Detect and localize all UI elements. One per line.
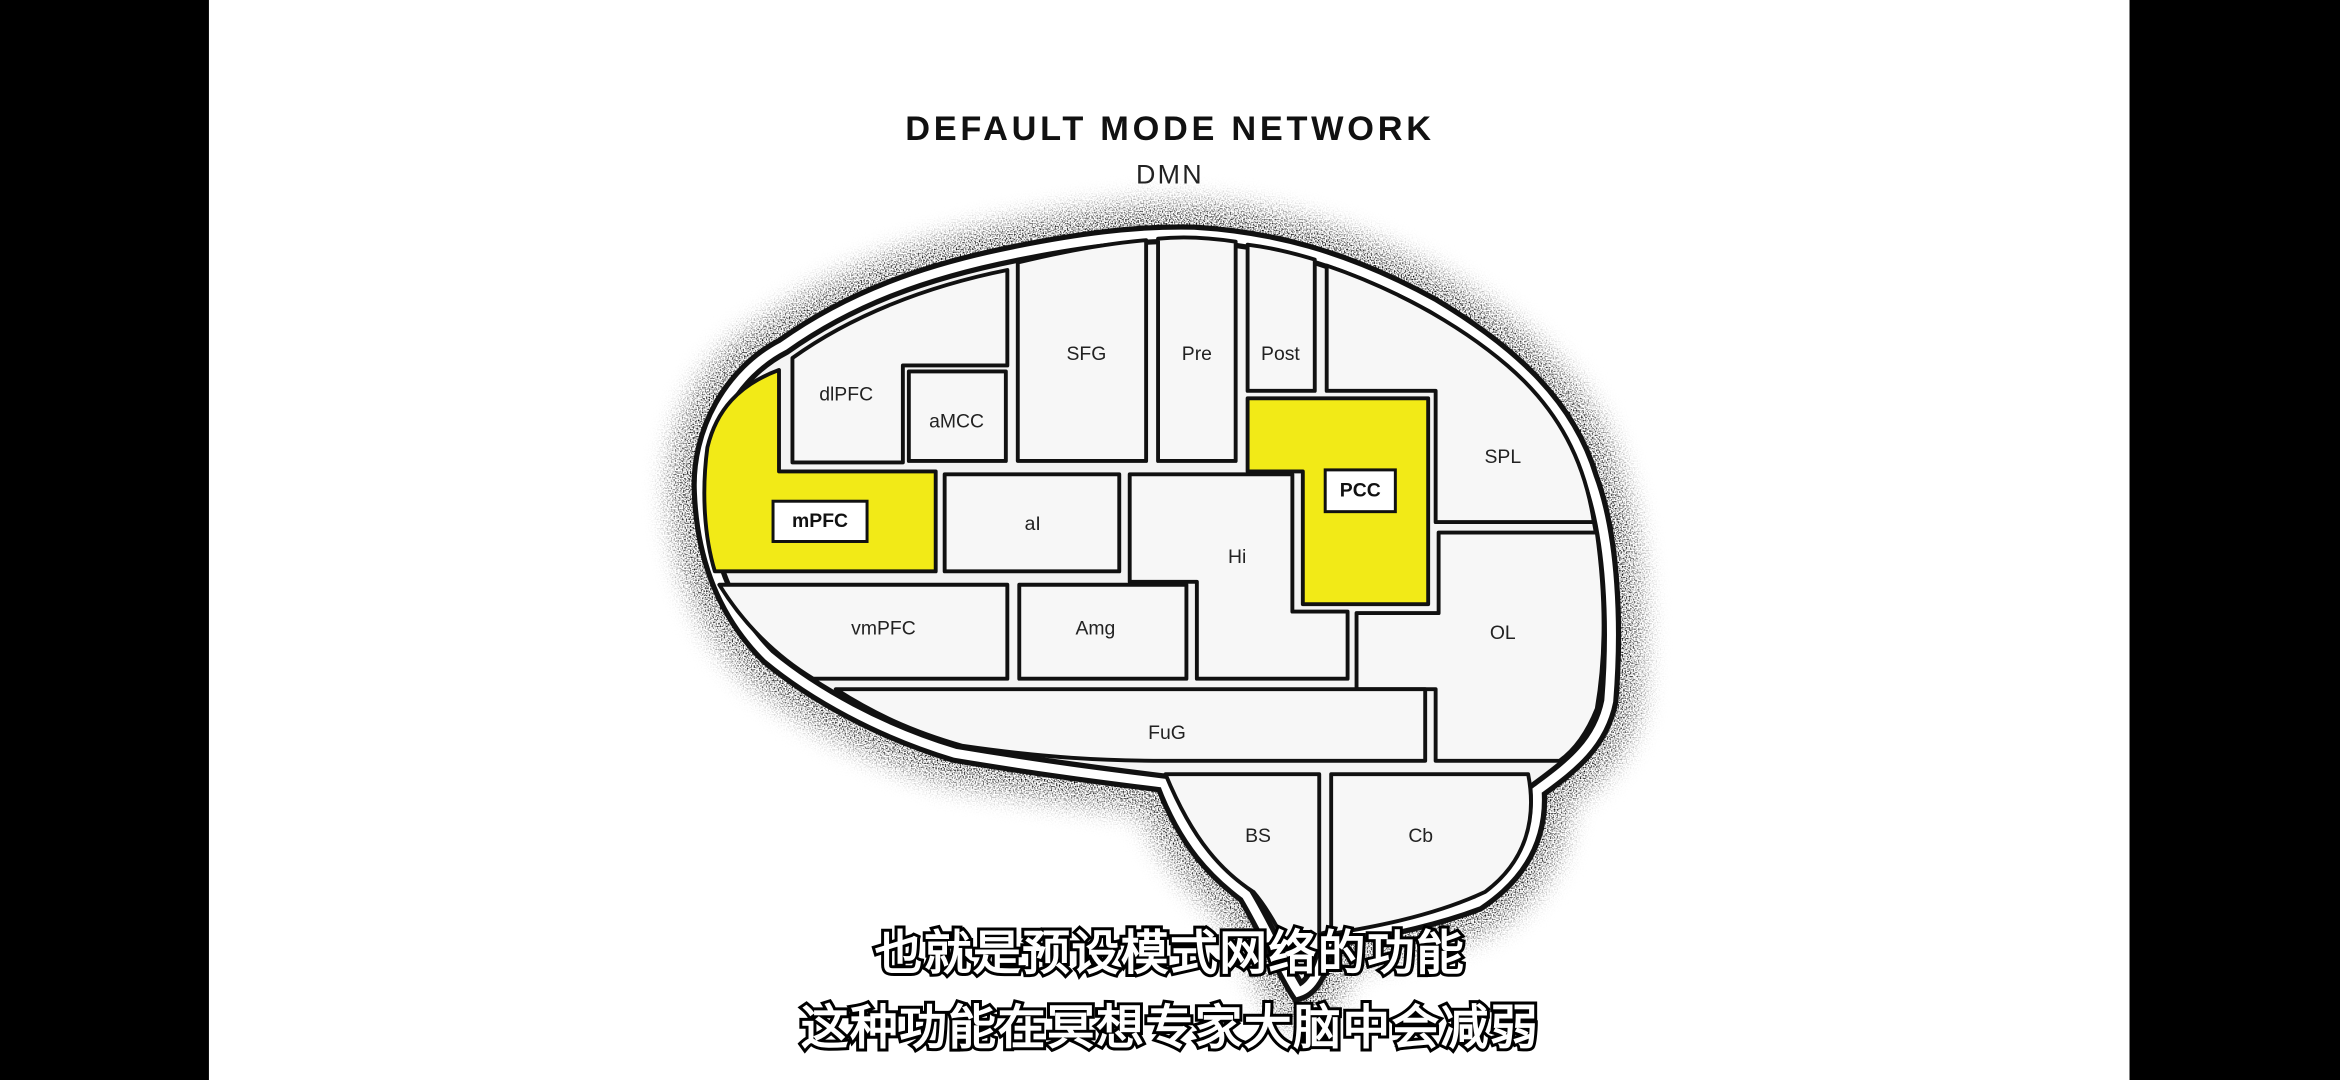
pcc-label-box: [1323, 468, 1397, 514]
region-label-spl: SPL: [1484, 446, 1521, 468]
region-fug: [833, 687, 1428, 763]
region-dlpfc: [790, 268, 1010, 465]
region-label-ol: OL: [1490, 622, 1516, 644]
region-amg: [1017, 582, 1189, 681]
region-label-vmpfc: vmPFC: [851, 618, 916, 640]
region-hi: [1127, 472, 1350, 681]
region-label-fug: FuG: [1148, 722, 1186, 744]
region-ai: [942, 472, 1122, 574]
region-label-dlpfc: dlPFC: [819, 383, 873, 405]
diagram-title: DEFAULT MODE NETWORK: [905, 110, 1434, 148]
region-bs: [1163, 772, 1322, 975]
region-ol: [1354, 530, 1606, 763]
region-sfg: [1015, 238, 1149, 463]
region-label-amg: Amg: [1075, 618, 1115, 640]
region-pre: [1156, 235, 1238, 463]
region-mpfc: [702, 368, 938, 574]
region-label-pcc: PCC: [1340, 480, 1381, 502]
letterbox-right: [2129, 0, 2340, 1080]
region-label-mpfc: mPFC: [792, 510, 848, 532]
region-post: [1245, 242, 1317, 393]
subtitle-line-2: 这种功能在冥想专家大脑中会减弱: [801, 1001, 1540, 1056]
letterbox-left: [0, 0, 209, 1080]
region-label-amcc: aMCC: [929, 410, 984, 432]
region-label-bs: BS: [1245, 825, 1271, 847]
region-label-pre: Pre: [1182, 343, 1212, 365]
region-cb: [1329, 772, 1533, 936]
brain-outline-inner: [696, 229, 1616, 998]
region-spl: [1324, 263, 1596, 525]
diagram-subtitle: DMN: [1136, 159, 1204, 189]
region-label-hi: Hi: [1228, 546, 1246, 568]
region-label-sfg: SFG: [1067, 343, 1107, 365]
mpfc-label-box: [771, 499, 869, 543]
region-label-ai: aI: [1025, 513, 1041, 535]
region-label-post: Post: [1261, 343, 1300, 365]
region-label-cb: Cb: [1408, 825, 1433, 847]
region-vmpfc: [717, 582, 1010, 681]
subtitle-line-1: 也就是预设模式网络的功能: [875, 927, 1466, 982]
region-amcc: [906, 369, 1008, 463]
